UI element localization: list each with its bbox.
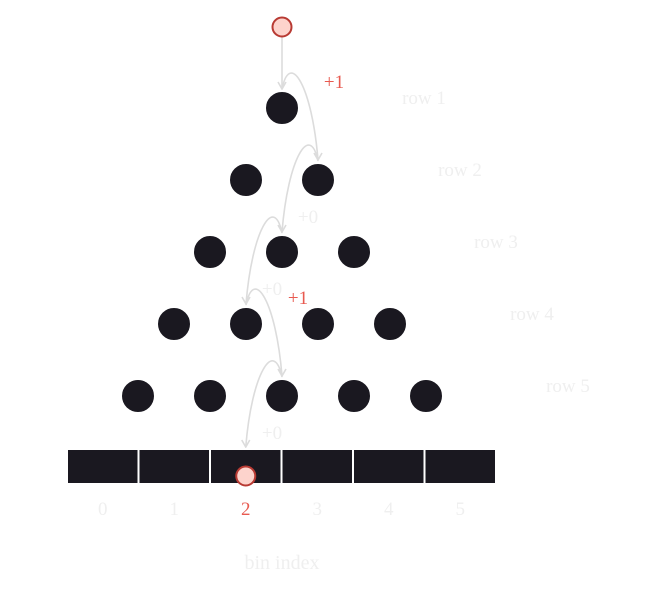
- axis-label: bin index: [245, 552, 320, 574]
- peg: [336, 234, 372, 270]
- row-label: row 5: [546, 376, 590, 397]
- peg: [300, 162, 336, 198]
- labels: row 1 row 2 row 3 row 4 row 5 0 1 2 3 4 5 bin index…: [98, 72, 590, 574]
- peg: [408, 378, 444, 414]
- peg: [264, 378, 300, 414]
- row-label: row 4: [510, 304, 554, 325]
- bin-index-label: 3: [313, 499, 323, 520]
- bin-index-label: 1: [170, 499, 180, 520]
- bin-index-label: 2: [241, 499, 251, 520]
- bins: [66, 448, 497, 485]
- row-label: row 1: [402, 88, 446, 109]
- peg: [372, 306, 408, 342]
- path-segment: [245, 216, 283, 305]
- peg: [156, 306, 192, 342]
- path-segment: [281, 144, 319, 233]
- bin-index-label: 4: [384, 499, 394, 520]
- row-label: row 3: [474, 232, 518, 253]
- peg: [264, 234, 300, 270]
- pegs: [120, 90, 444, 414]
- bin: [423, 448, 497, 485]
- peg: [264, 90, 300, 126]
- step-label: +1: [288, 288, 308, 309]
- landed-ball: [235, 465, 257, 487]
- start-ball: [271, 16, 293, 38]
- peg: [192, 234, 228, 270]
- path-segment: [244, 360, 283, 448]
- path-segment: [281, 72, 319, 161]
- ball-path: [241, 37, 323, 449]
- balls: [235, 16, 293, 487]
- bin: [66, 448, 140, 485]
- bin-index-label: 0: [98, 499, 108, 520]
- peg: [228, 306, 264, 342]
- peg: [120, 378, 156, 414]
- bin-index-label: 5: [456, 499, 466, 520]
- path-segment: [245, 288, 283, 377]
- peg: [336, 378, 372, 414]
- step-label: +0: [298, 207, 318, 228]
- peg: [228, 162, 264, 198]
- bin: [352, 448, 426, 485]
- bin: [137, 448, 211, 485]
- peg: [192, 378, 228, 414]
- step-label: +0: [262, 279, 282, 300]
- step-label: +0: [262, 423, 282, 444]
- step-label: +1: [324, 72, 344, 93]
- peg: [300, 306, 336, 342]
- path-arrowhead: [241, 439, 251, 449]
- row-label: row 2: [438, 160, 482, 181]
- bin: [280, 448, 354, 485]
